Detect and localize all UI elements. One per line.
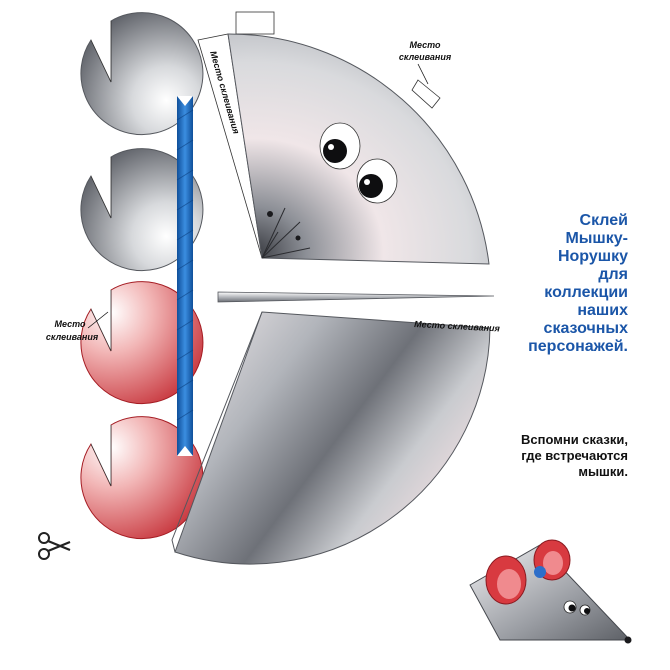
heading-line: Мышку- bbox=[565, 230, 628, 247]
note-line: где встречаются bbox=[521, 448, 628, 463]
note-line: мышки. bbox=[578, 464, 628, 479]
heading-line: наших bbox=[577, 302, 628, 319]
heading-text: Склей Мышку- Норушку для коллекции наших… bbox=[500, 212, 628, 356]
glue-label-ear: Место склеивания bbox=[46, 311, 109, 342]
blue-ribbon bbox=[176, 96, 194, 456]
heading-line: Склей bbox=[579, 212, 628, 229]
eye-icon bbox=[319, 122, 361, 170]
ear-piece-red-1 bbox=[80, 281, 204, 405]
body-piece bbox=[171, 311, 491, 565]
note-text: Вспомни сказки, где встречаются мышки. bbox=[478, 432, 628, 480]
ear-piece-red-2 bbox=[80, 416, 204, 540]
glue-label-top-line1: Место bbox=[410, 40, 442, 50]
glue-label-ear-line1: Место bbox=[55, 319, 87, 329]
mouse-figure bbox=[469, 539, 632, 644]
glue-label-top-line2: склеивания bbox=[399, 52, 452, 62]
glue-label-ear-line2: склеивания bbox=[46, 332, 99, 342]
tail-strip bbox=[217, 291, 495, 303]
eye-icon bbox=[356, 158, 398, 204]
glue-label-bottom: Место склеивания bbox=[414, 319, 501, 334]
scissors-icon bbox=[38, 532, 71, 560]
ear-piece-grey-2 bbox=[80, 148, 204, 272]
heading-line: персонажей. bbox=[528, 338, 628, 355]
heading-line: для bbox=[598, 266, 628, 283]
head-piece bbox=[197, 11, 490, 265]
heading-line: сказочных bbox=[543, 320, 628, 337]
heading-line: Норушку bbox=[557, 248, 628, 265]
note-line: Вспомни сказки, bbox=[520, 432, 628, 447]
whisker-lines bbox=[261, 207, 311, 259]
heading-line: коллекции bbox=[544, 284, 628, 301]
